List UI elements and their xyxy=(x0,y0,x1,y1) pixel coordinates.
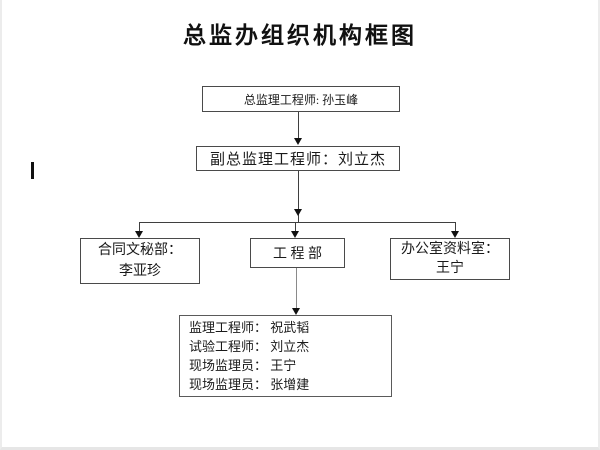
chief-engineer-label: 总监理工程师: 孙玉峰 xyxy=(243,92,359,107)
org-box-office-archive-room: 办公室资料室： 王宁 xyxy=(390,238,510,280)
staff-line-test-engineer: 试验工程师： 刘立杰 xyxy=(189,339,310,354)
arrow-down-icon xyxy=(292,308,300,315)
connector-line xyxy=(295,222,296,231)
org-box-chief-engineer: 总监理工程师: 孙玉峰 xyxy=(202,86,400,112)
arrow-down-icon xyxy=(294,209,302,216)
contract-dept-title: 合同文秘部： xyxy=(98,243,182,258)
chart-title: 总监办组织机构框图 xyxy=(183,23,417,48)
deputy-chief-label: 副总监理工程师：刘立杰 xyxy=(209,152,386,168)
staff-line-supervision-engineer: 监理工程师： 祝武韬 xyxy=(189,320,310,335)
arrow-down-icon xyxy=(135,231,143,238)
connector-line xyxy=(298,171,299,222)
text-cursor-mark xyxy=(31,162,34,179)
staff-line-site-supervisor-1: 现场监理员： 王宁 xyxy=(189,358,297,373)
connector-line xyxy=(298,112,299,139)
org-box-deputy-chief: 副总监理工程师：刘立杰 xyxy=(196,146,400,171)
connector-line xyxy=(296,268,297,308)
engineering-dept-title: 工 程 部 xyxy=(273,247,322,262)
contract-dept-person: 李亚珍 xyxy=(119,264,161,279)
arrow-down-icon xyxy=(294,138,302,145)
connector-line xyxy=(455,222,456,231)
arrow-down-icon xyxy=(291,231,299,238)
connector-branch-bar xyxy=(139,222,456,223)
org-box-contract-secretary-dept: 合同文秘部： 李亚珍 xyxy=(80,238,200,284)
connector-line xyxy=(139,222,140,231)
arrow-down-icon xyxy=(451,231,459,238)
office-archive-person: 王宁 xyxy=(436,261,464,276)
org-box-engineering-dept: 工 程 部 xyxy=(250,238,345,268)
staff-line-site-supervisor-2: 现场监理员： 张增建 xyxy=(189,377,310,392)
org-box-staff-list: 监理工程师： 祝武韬 试验工程师： 刘立杰 现场监理员： 王宁 现场监理员： 张… xyxy=(179,315,392,397)
office-archive-title: 办公室资料室： xyxy=(401,242,499,257)
